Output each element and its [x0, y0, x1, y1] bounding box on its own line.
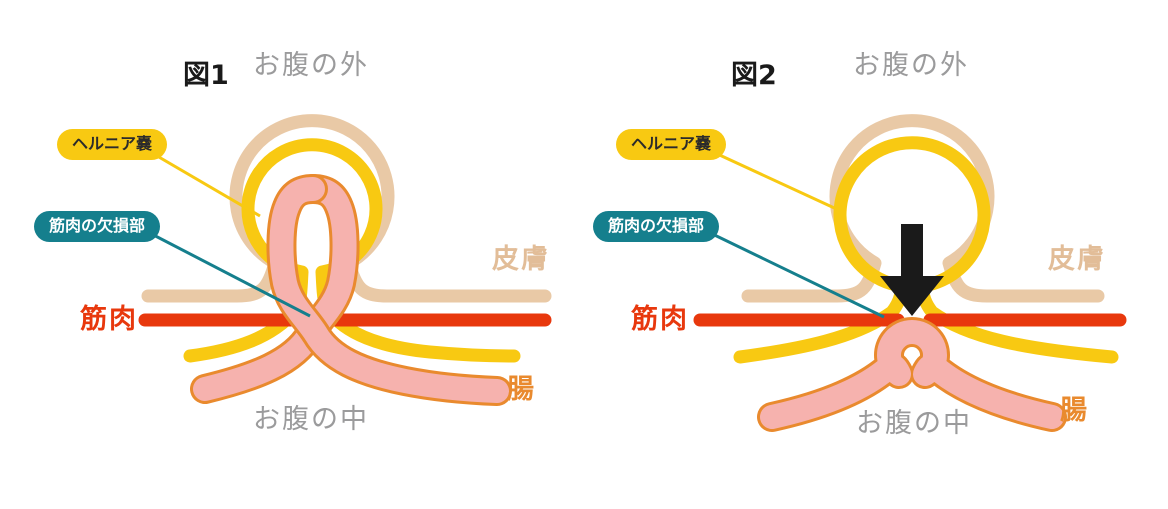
fig2-muscle-defect-badge: 筋肉の欠損部 — [593, 211, 720, 242]
fig2-intestine-label: 腸 — [1060, 395, 1087, 426]
fig2-inside-label: お腹の中 — [856, 408, 972, 439]
fig1-intestine-tube-fill — [269, 177, 509, 403]
fig2-intestine-tube-fill — [760, 320, 1064, 429]
fig2-hernia-sac-badge: ヘルニア嚢 — [616, 129, 727, 160]
fig2-title: 図2 — [731, 60, 777, 91]
fig2-skin-line — [741, 114, 1105, 303]
fig1-inside-label: お腹の中 — [253, 404, 369, 435]
fig1-muscle-defect-leader-line — [139, 226, 311, 318]
fig1-hernia-sac-badge: ヘルニア嚢 — [57, 129, 168, 160]
fig1-outside-label: お腹の外 — [253, 50, 369, 81]
fig1-title: 図1 — [183, 60, 229, 91]
fig2-skin-label: 皮膚 — [1048, 244, 1106, 275]
fig2-hernia-sac-leader-line — [699, 144, 844, 214]
fig2-muscle-defect-leader-line — [699, 226, 885, 319]
fig1-muscle-defect-badge: 筋肉の欠損部 — [34, 211, 161, 242]
fig2-muscle-label: 筋肉 — [631, 304, 689, 335]
fig2-push-down-arrow-icon — [880, 224, 944, 316]
fig1-intestine-label: 腸 — [507, 374, 534, 405]
fig2-outside-label: お腹の外 — [853, 50, 969, 81]
fig1-skin-label: 皮膚 — [492, 244, 550, 275]
fig1-intestine-tube-fill — [193, 177, 357, 401]
fig1-hernia-sac-leader-line — [139, 144, 261, 218]
fig1-muscle-label: 筋肉 — [80, 304, 138, 335]
fig2-hernia-sac-line — [733, 136, 1119, 364]
